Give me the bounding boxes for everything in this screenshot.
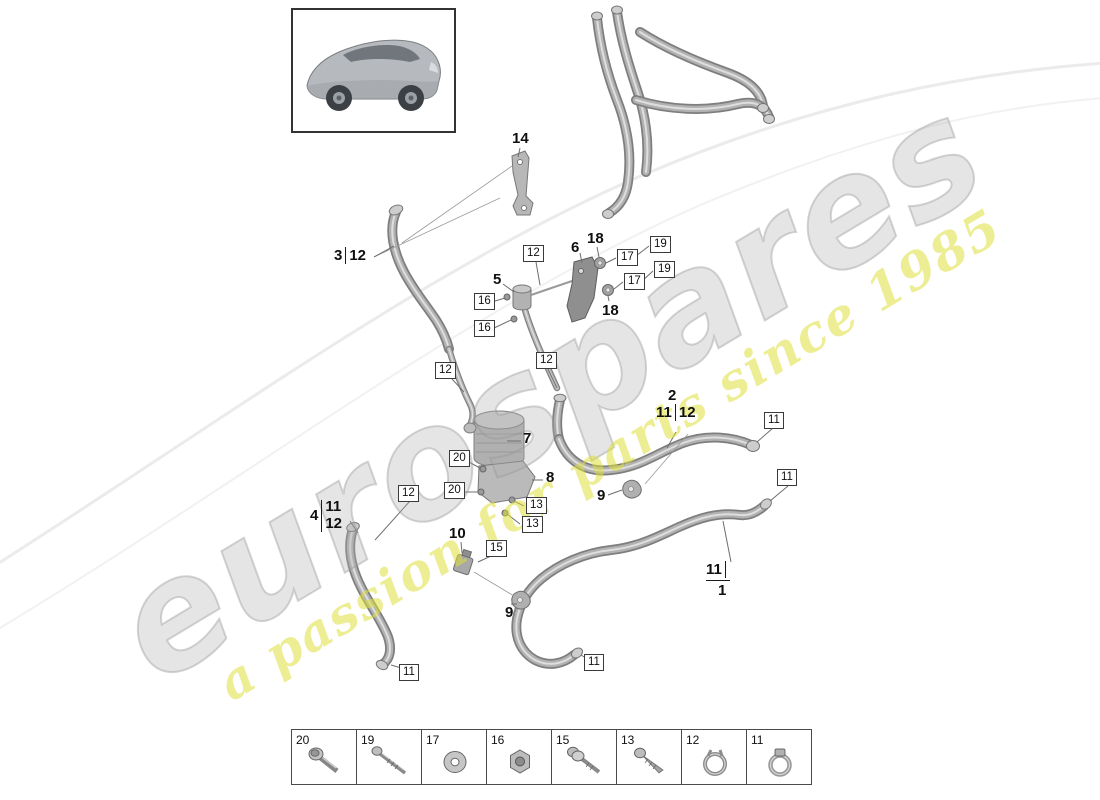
legend-number-12: 12 [686, 733, 700, 747]
hose-to-pump [449, 349, 473, 425]
grommet-part-18-upper [594, 257, 606, 269]
hose-clamp-icon [760, 745, 800, 784]
part-number-3: 3 [334, 246, 343, 264]
spring-clamp-icon [695, 745, 735, 784]
legend-item-20: 20 [291, 729, 357, 785]
legend-number-13: 13 [621, 733, 635, 747]
clip-part-9-lower [511, 590, 531, 610]
vehicle-thumbnail-box [291, 8, 456, 133]
hose-part-4 [346, 522, 391, 671]
hex-flange-screw-icon [305, 745, 345, 784]
part-subref-11: 11 [706, 560, 722, 578]
part-subref-12: 12 [349, 246, 367, 264]
bracket-part-6 [566, 256, 599, 323]
vehicle-illustration [306, 39, 441, 111]
clip-part-9-upper [622, 479, 642, 499]
part-label-group-2: 2 11 12 [656, 388, 696, 421]
long-bolt-icon [370, 745, 410, 784]
part-label-group-1: 11 1 [706, 561, 730, 599]
hex-nut-icon [500, 745, 540, 784]
coolant-pipes-assembly-top [591, 5, 775, 219]
background-swoosh [0, 61, 1100, 565]
canister-part-5 [503, 280, 573, 323]
part-number-1: 1 [718, 582, 727, 599]
leader-lines [349, 147, 789, 672]
part-number-2: 2 [668, 387, 677, 404]
bracket-line [724, 561, 726, 578]
bracket-line [706, 580, 730, 581]
legend-number-20: 20 [296, 733, 310, 747]
part-number-4: 4 [310, 506, 319, 524]
part-subref-11: 11 [325, 498, 342, 515]
fasteners-legend: 20 19 17 16 15 13 12 11 [291, 729, 812, 785]
part-subref-11: 11 [656, 403, 672, 421]
legend-number-19: 19 [361, 733, 375, 747]
background-swoosh-2 [0, 97, 1100, 630]
legend-item-19: 19 [356, 729, 422, 785]
hose-part-1 [516, 498, 772, 664]
legend-item-12: 12 [681, 729, 747, 785]
sensor-part-10 [452, 548, 474, 576]
tapping-screw-icon [630, 745, 670, 784]
water-pipe-part-3 [388, 204, 449, 349]
part-label-group-3: 3 12 [334, 247, 366, 264]
legend-number-16: 16 [491, 733, 505, 747]
washer-icon [435, 745, 475, 784]
legend-number-11: 11 [751, 733, 764, 747]
legend-item-13: 13 [616, 729, 682, 785]
bracket-line [345, 247, 347, 264]
legend-item-17: 17 [421, 729, 487, 785]
pump-part-7 [463, 410, 525, 468]
legend-item-16: 16 [486, 729, 552, 785]
bracket-line [321, 499, 323, 532]
part-subref-12: 12 [325, 515, 343, 532]
retaining-bracket-part-14 [511, 150, 534, 216]
bracket-part-8 [477, 460, 536, 517]
legend-number-15: 15 [556, 733, 570, 747]
legend-number-17: 17 [426, 733, 440, 747]
hose-part-2 [554, 393, 760, 470]
part-label-group-4: 4 11 12 [310, 499, 342, 532]
screw-washer-assembly-icon [565, 745, 605, 784]
bracket-line [674, 404, 676, 421]
legend-item-15: 15 [551, 729, 617, 785]
part-subref-12: 12 [678, 403, 696, 421]
grommet-part-18-lower [602, 284, 614, 296]
legend-item-11: 11 [746, 729, 812, 785]
canister-hose [525, 310, 557, 388]
